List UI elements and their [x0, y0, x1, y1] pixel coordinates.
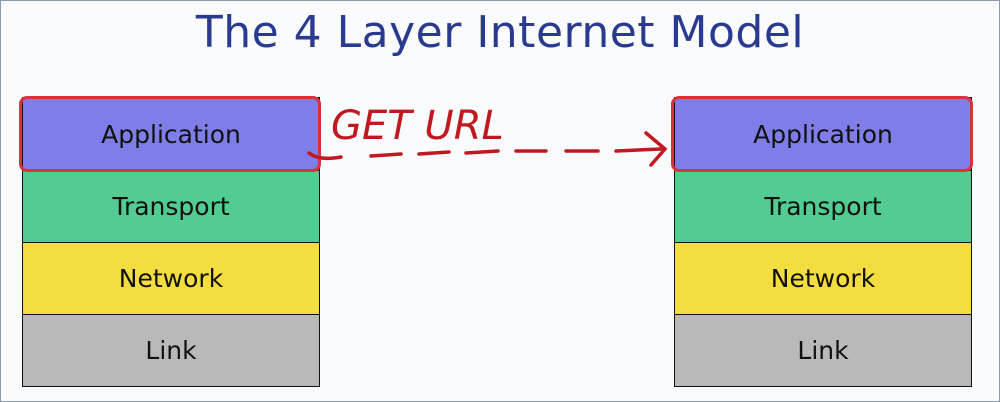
arrow-dash	[614, 147, 663, 153]
arrow-dash	[369, 152, 403, 158]
arrow-dash	[464, 149, 500, 155]
right-network-layer: Network	[675, 242, 971, 314]
dashed-arrow	[307, 131, 668, 167]
left-layer-stack: Application Transport Network Link	[22, 97, 320, 387]
right-layer-stack: Application Transport Network Link	[674, 97, 972, 387]
right-application-highlight	[671, 96, 973, 172]
right-transport-layer: Transport	[675, 170, 971, 242]
left-application-highlight	[19, 96, 321, 172]
arrow-head	[644, 131, 668, 167]
left-network-layer: Network	[23, 242, 319, 314]
left-link-layer: Link	[23, 314, 319, 386]
slide-title: The 4 Layer Internet Model	[195, 7, 805, 58]
annotation-text: GET URL	[331, 103, 504, 149]
right-link-layer: Link	[675, 314, 971, 386]
right-application-layer: Application	[675, 98, 971, 170]
left-transport-layer: Transport	[23, 170, 319, 242]
left-application-layer: Application	[23, 98, 319, 170]
arrow-dash	[417, 150, 451, 156]
